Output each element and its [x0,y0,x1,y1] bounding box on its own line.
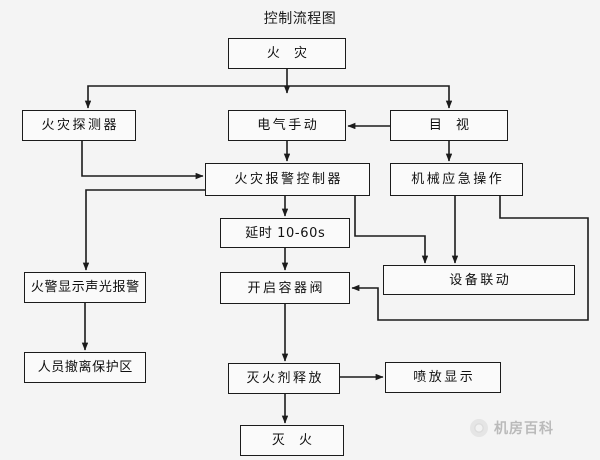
node-fire[interactable]: 火 灾 [228,38,346,69]
node-agent-release[interactable]: 灭火剂释放 [228,363,340,394]
flowchart-title: 控制流程图 [263,11,337,27]
node-visual[interactable]: 目 视 [390,110,508,141]
edge-detector-to-controller [81,141,204,180]
circle-logo-icon [470,419,488,437]
edge-controller-to-linkage [354,196,429,264]
node-evacuate[interactable]: 人员撤离保护区 [24,352,146,383]
watermark-text: 机房百科 [494,421,554,437]
edge-bus-to-detector [84,85,287,109]
node-delay[interactable]: 延时 10-60s [220,218,350,248]
node-electric-manual[interactable]: 电气手动 [228,110,346,141]
watermark: 机房百科 [470,418,554,438]
node-alarm-display[interactable]: 火警显示声光报警 [24,272,146,303]
node-mech-emergency[interactable]: 机械应急操作 [390,163,523,196]
node-open-valve[interactable]: 开启容器阀 [220,272,350,304]
node-spray-display[interactable]: 喷放显示 [385,362,501,393]
node-device-linkage[interactable]: 设备联动 [383,265,575,295]
edge-mech-loop-to-open-valve [351,196,589,321]
edge-controller-to-alarm-display [82,189,205,271]
node-detector[interactable]: 火灾探测器 [22,110,136,141]
node-extinguish[interactable]: 灭 火 [240,425,344,456]
edge-bus-to-visual [287,85,453,109]
node-alarm-controller[interactable]: 火灾报警控制器 [205,163,370,196]
